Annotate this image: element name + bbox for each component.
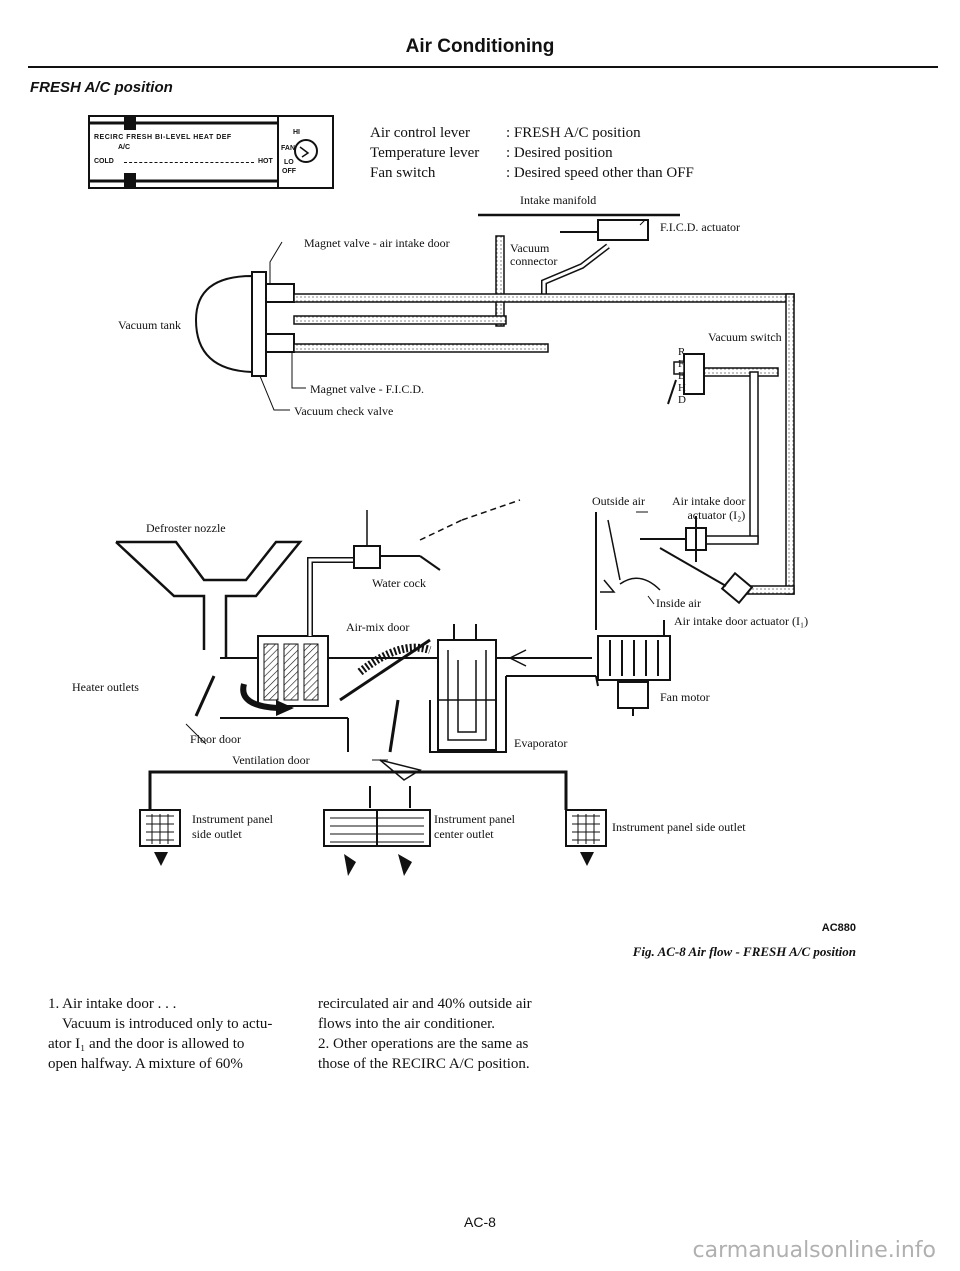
- outlet-grille-center: [323, 809, 431, 876]
- intake-duct: [595, 512, 665, 640]
- label-vacuum-connector: Vacuum connector: [510, 241, 558, 268]
- label-instrument-panel-side-outlet-right: Instrument panel side outlet: [612, 820, 746, 834]
- page-header-title: Air Conditioning: [405, 36, 555, 57]
- temp-hot-label: HOT: [258, 158, 273, 165]
- fan-label: FAN: [281, 145, 295, 152]
- mode-bilevel: BI-LEVEL: [154, 134, 191, 141]
- water-cock-drawing: [307, 499, 521, 636]
- fan-lo-label: LO: [284, 159, 294, 166]
- label-evaporator: Evaporator: [514, 736, 568, 750]
- page-number: AC-8: [464, 1214, 496, 1230]
- mode-recirc: RECIRC: [94, 134, 124, 141]
- watermark: carmanualsonline.info: [692, 1238, 936, 1263]
- outlet-grille-right: [565, 809, 607, 866]
- intake-manifold: [478, 213, 680, 241]
- defroster-nozzle-drawing: [115, 540, 303, 658]
- label-inside-air: Inside air: [656, 596, 701, 610]
- floor-door-drawing: [194, 675, 294, 717]
- label-vacuum-tank: Vacuum tank: [118, 318, 181, 332]
- air-mix-door-drawing: [339, 638, 432, 702]
- label-air-intake-door-actuator-i2: Air intake door actuator (I₂): [672, 494, 746, 522]
- airflow-arrow-in: [508, 649, 572, 667]
- leader-lines: [185, 241, 655, 761]
- temp-cold-label: COLD: [94, 158, 114, 165]
- label-floor-door: Floor door: [190, 732, 241, 746]
- body-column-1: 1. Air intake door . . . Vacuum is intro…: [48, 996, 273, 1072]
- section-heading: FRESH A/C position: [30, 79, 173, 96]
- label-ficd-actuator: F.I.C.D. actuator: [660, 220, 741, 234]
- control-panel-illustration: RECIRC FRESH BI-LEVEL HEAT DEF A/C COLD …: [88, 115, 334, 189]
- control-panel-drawing: [88, 115, 334, 189]
- outlet-ducts: [148, 770, 568, 810]
- label-defroster-nozzle: Defroster nozzle: [146, 521, 226, 535]
- vacuum-tank: [194, 271, 295, 377]
- mode-ac-label: A/C: [118, 144, 131, 151]
- mode-heat: HEAT: [193, 134, 214, 141]
- actuator-i1-drawing: [659, 547, 754, 605]
- actuator-i2-drawing: [640, 516, 707, 562]
- evaporator-drawing: [437, 624, 497, 751]
- label-air-intake-door-actuator-i1: Air intake door actuator (I₁): [674, 614, 809, 628]
- figure-caption: Fig. AC-8 Air flow - FRESH A/C position: [632, 944, 856, 959]
- body-column-2: recirculated air and 40% outside air flo…: [318, 996, 532, 1072]
- label-heater-outlets: Heater outlets: [72, 680, 139, 694]
- label-ventilation-door: Ventilation door: [232, 753, 310, 767]
- label-magnet-valve-ficd: Magnet valve - F.I.C.D.: [310, 382, 425, 396]
- label-air-mix-door: Air-mix door: [346, 620, 410, 634]
- label-outside-air: Outside air: [592, 494, 645, 508]
- vacuum-switch-positions: R F B H D: [678, 346, 686, 406]
- header-rule: [28, 66, 938, 68]
- ventilation-door-drawing: [379, 699, 422, 781]
- fan-off-label: OFF: [282, 168, 296, 175]
- label-vacuum-check-valve: Vacuum check valve: [294, 404, 394, 418]
- label-magnet-valve-air-intake: Magnet valve - air intake door: [304, 236, 450, 250]
- label-vacuum-switch: Vacuum switch: [708, 330, 782, 344]
- mode-fresh: FRESH: [126, 134, 153, 141]
- label-instrument-panel-side-outlet-left: Instrument panel side outlet: [192, 812, 273, 841]
- outlet-grille-left: [139, 809, 181, 866]
- label-instrument-panel-center-outlet: Instrument panel center outlet: [434, 812, 515, 841]
- heater-core-drawing: [257, 635, 329, 707]
- label-intake-manifold: Intake manifold: [520, 193, 597, 207]
- figure-code: AC880: [821, 922, 856, 934]
- fan-hi-label: HI: [293, 129, 300, 136]
- vacuum-switch-drawing: [667, 353, 705, 405]
- label-water-cock: Water cock: [372, 576, 426, 590]
- mode-def: DEF: [216, 134, 232, 141]
- label-fan-motor: Fan motor: [660, 690, 710, 704]
